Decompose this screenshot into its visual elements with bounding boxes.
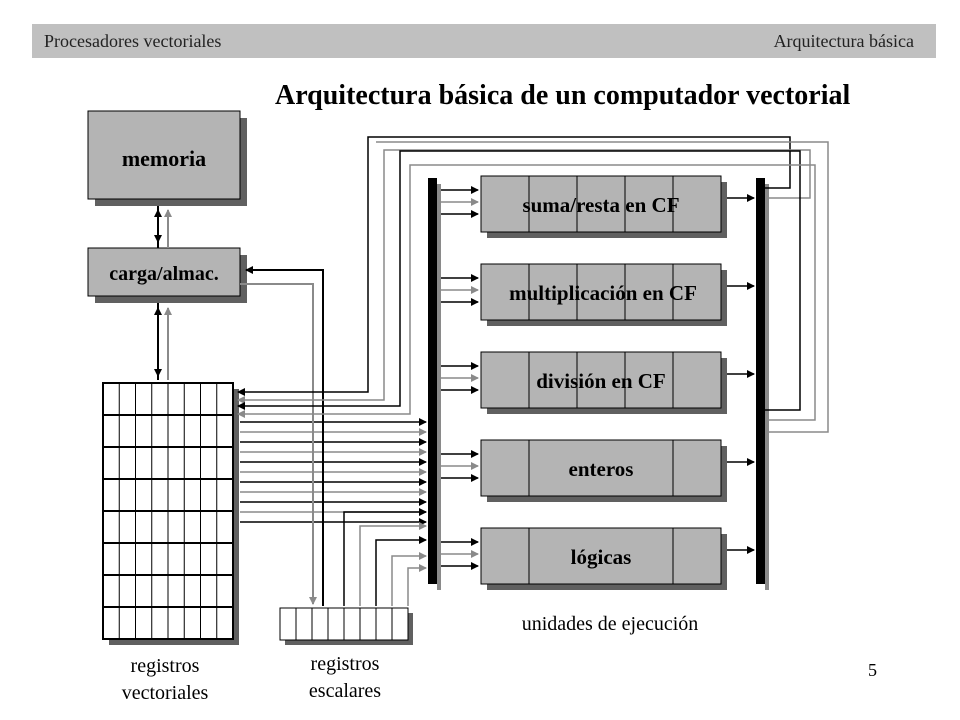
scalar-register-file (279, 607, 413, 645)
header-section-title: Procesadores vectoriales (44, 31, 222, 51)
feedback-wire (237, 136, 791, 396)
exec-units-caption: unidades de ejecución (521, 613, 699, 635)
output-bus-shadow (765, 184, 769, 590)
execution-unit: suma/resta en CF (480, 175, 727, 238)
execution-unit: multiplicación en CF (480, 263, 727, 326)
execution-unit-body (480, 175, 722, 233)
feedback-wire (237, 150, 801, 411)
load-store-label: carga/almac. (109, 263, 218, 285)
execution-unit-body (480, 439, 722, 497)
sreg-to-bus-wire (391, 552, 427, 606)
feedback-wire (237, 149, 811, 404)
execution-unit-label: suma/resta en CF (522, 193, 679, 217)
header-topic-title: Arquitectura básica (773, 31, 914, 51)
feedback-wire (237, 164, 816, 421)
execution-unit: división en CF (480, 351, 727, 414)
execution-units: suma/resta en CF multiplicación en CF divi… (441, 175, 755, 590)
execution-unit-label: división en CF (536, 369, 666, 393)
memory-label: memoria (122, 146, 206, 171)
input-bus-shadow (437, 184, 441, 590)
execution-unit-label: enteros (569, 457, 634, 481)
memory-box: memoria (87, 110, 247, 206)
sreg-to-bus-wire (359, 522, 427, 606)
input-bus (428, 178, 437, 584)
sreg-to-bus-wire (375, 536, 427, 606)
execution-unit-body (480, 263, 722, 321)
feedback-wire (376, 141, 829, 433)
sreg-to-bus-wire (343, 508, 427, 606)
slide-header: Procesadores vectoriales Arquitectura bá… (32, 24, 936, 58)
loadstore-sreg-wire (245, 266, 324, 606)
vector-regs-caption-2: vectoriales (121, 682, 209, 704)
memory-loadstore-link (154, 206, 172, 248)
sreg-to-bus-wire (407, 564, 427, 606)
execution-unit-body (480, 527, 722, 585)
execution-unit-label: multiplicación en CF (509, 281, 697, 305)
loadstore-vregs-link (154, 303, 172, 380)
vector-regs-caption-1: registros (130, 655, 200, 677)
vector-register-file (102, 382, 239, 645)
scalar-regs-caption-2: escalares (308, 680, 382, 702)
slide-title: Arquitectura básica de un computador vec… (275, 80, 851, 111)
output-bus (756, 178, 765, 584)
execution-unit: lógicas (480, 527, 727, 590)
execution-unit-label: lógicas (571, 545, 632, 569)
scalar-regs-caption-1: registros (310, 653, 380, 675)
execution-unit-body (480, 351, 722, 409)
execution-unit: enteros (480, 439, 727, 502)
loadstore-sreg-wire (240, 283, 317, 605)
load-store-box: carga/almac. (87, 247, 247, 303)
interconnect-wires (237, 136, 829, 606)
page-number: 5 (868, 660, 877, 680)
